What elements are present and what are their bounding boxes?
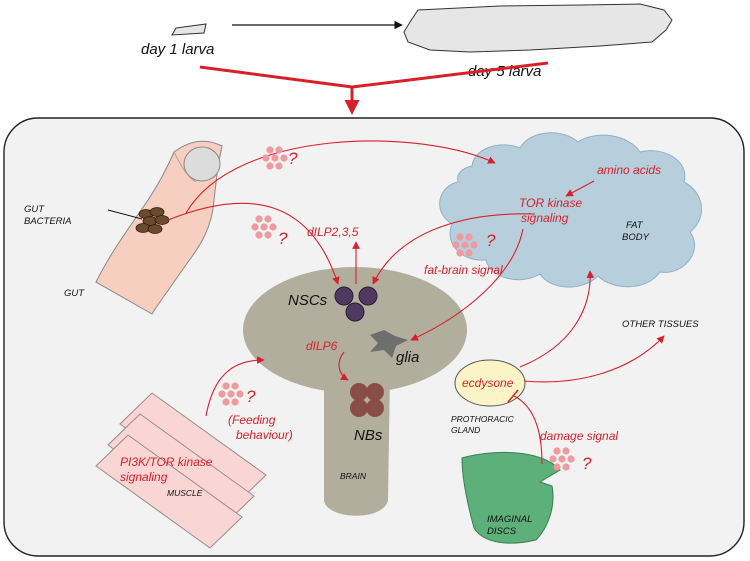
damage-inhibit-line bbox=[513, 395, 543, 465]
question-mark-damage: ? bbox=[582, 454, 592, 473]
tor-signaling-label-1: TOR kinase bbox=[519, 196, 582, 210]
fat-body bbox=[439, 132, 702, 288]
muscle-label: MUSCLE bbox=[167, 488, 203, 498]
day1-larva bbox=[171, 23, 207, 36]
pi3k-tor-label-2: signaling bbox=[120, 470, 168, 484]
nbs-label: NBs bbox=[354, 427, 383, 444]
question-mark-top: ? bbox=[288, 149, 298, 168]
pi3k-tor-label-1: PI3K/TOR kinase bbox=[120, 455, 213, 469]
dilp6-label: dILP6 bbox=[306, 339, 338, 353]
prothoracic-gland bbox=[454, 359, 526, 407]
amino-acids-arrow bbox=[565, 180, 595, 197]
feeding-behaviour-label-2: behaviour) bbox=[236, 428, 293, 442]
tor-signaling-label-2: signaling bbox=[521, 211, 569, 225]
nbs-cells bbox=[350, 383, 384, 417]
fat-body-label-2: BODY bbox=[622, 232, 650, 243]
signal-dots-gut bbox=[251, 215, 277, 239]
day5-larva bbox=[403, 3, 673, 53]
day1-label: day 1 larva bbox=[141, 41, 214, 58]
question-mark-gut: ? bbox=[278, 229, 288, 248]
signal-dots-fat bbox=[452, 233, 478, 257]
signal-dots-muscle bbox=[218, 382, 244, 406]
fat-body-label-1: FAT bbox=[626, 220, 644, 231]
amino-acids-label: amino acids bbox=[597, 163, 661, 177]
question-mark-fat: ? bbox=[486, 231, 496, 250]
signal-dots-top bbox=[262, 146, 288, 170]
fat-to-glia-arrow bbox=[410, 228, 524, 341]
prothoracic-label-1: PROTHORACIC bbox=[451, 414, 515, 424]
nscs-cells bbox=[334, 286, 378, 322]
fat-to-nscs-arrow bbox=[372, 213, 536, 285]
gut-to-fat-arrow bbox=[185, 140, 496, 214]
muscle bbox=[95, 392, 267, 549]
imaginal-discs bbox=[461, 452, 561, 544]
gut-label: GUT bbox=[64, 288, 85, 299]
signal-dots-damage bbox=[549, 447, 575, 471]
imaginal-discs-label-1: IMAGINAL bbox=[487, 514, 532, 525]
gut-bacteria bbox=[135, 207, 170, 234]
glia-label: glia bbox=[396, 349, 419, 366]
damage-inhibit-bar bbox=[507, 389, 519, 403]
fat-brain-signal-label: fat-brain signal bbox=[424, 263, 503, 277]
brain-label: BRAIN bbox=[340, 471, 367, 481]
gut-bacteria-label-2: BACTERIA bbox=[24, 216, 72, 227]
dilp235-label: dILP2,3,5 bbox=[307, 225, 359, 239]
gut-bacteria-label-1: GUT bbox=[24, 204, 45, 215]
imaginal-discs-label-2: DISCS bbox=[487, 526, 517, 537]
pg-to-other-arrow bbox=[523, 335, 665, 383]
question-mark-muscle: ? bbox=[246, 387, 256, 406]
damage-signal-label: damage signal bbox=[540, 429, 618, 443]
dilp6-arrow bbox=[338, 351, 349, 381]
nscs-label: NSCs bbox=[288, 292, 328, 309]
ecdysone-label: ecdysone bbox=[462, 376, 514, 390]
feeding-behaviour-label-1: (Feeding bbox=[228, 413, 276, 427]
gut-to-nscs-arrow bbox=[167, 202, 340, 285]
muscle-to-brain-arrow bbox=[205, 356, 265, 417]
bacteria-pointer bbox=[107, 209, 143, 220]
other-tissues-label: OTHER TISSUES bbox=[622, 319, 699, 330]
prothoracic-label-2: GLAND bbox=[451, 425, 480, 435]
glia-cell bbox=[370, 330, 408, 358]
pg-to-fat-arrow bbox=[519, 270, 595, 368]
